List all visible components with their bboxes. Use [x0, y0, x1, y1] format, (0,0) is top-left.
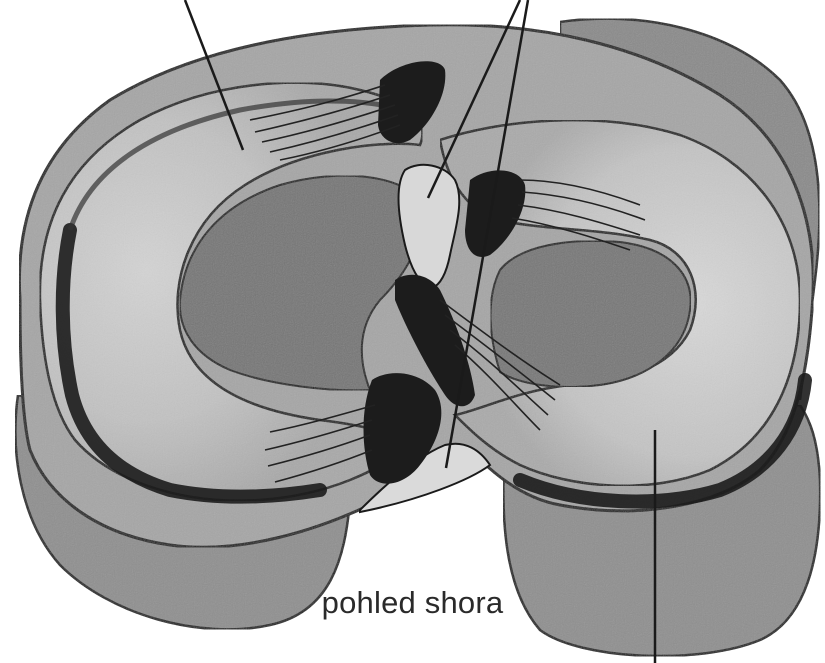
caption-container: pohled shora — [0, 585, 825, 621]
caption-text: pohled shora — [322, 585, 504, 620]
